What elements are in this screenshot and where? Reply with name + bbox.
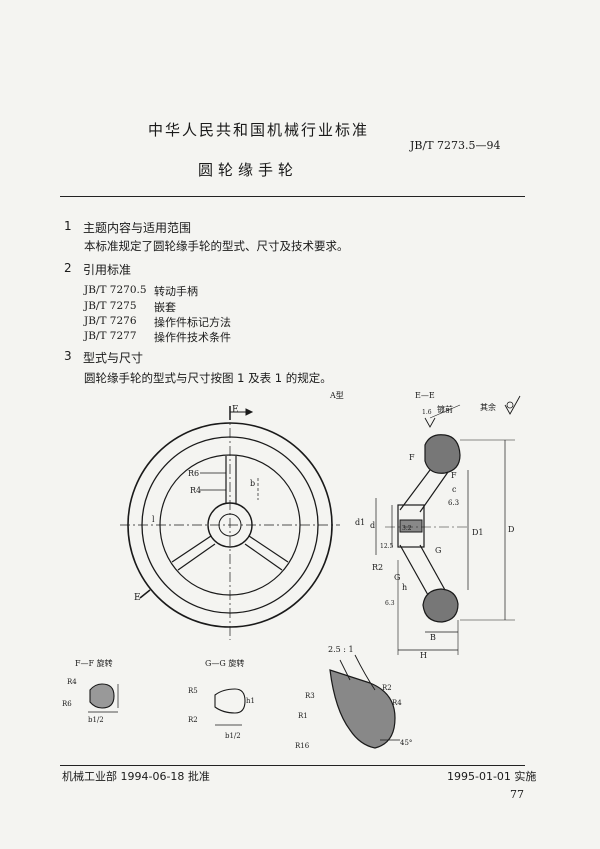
fig-label-R6: R6: [188, 469, 199, 478]
fig-label-d1: d1: [355, 518, 365, 527]
fig-label-b: b: [250, 479, 255, 488]
fig-section-ee: E—E: [415, 391, 435, 400]
fig-label-D: D: [508, 525, 514, 534]
section-gg-view: [214, 688, 246, 726]
fig-section-gg: G—G 旋转: [205, 658, 244, 668]
reference-code: JB/T 7275: [84, 300, 137, 312]
standard-code: JB/T 7273.5—94: [410, 139, 501, 152]
fig-label-d: d: [370, 521, 375, 530]
section-1-title: 主题内容与适用范围: [83, 221, 192, 235]
section-3-title: 型式与尺寸: [83, 351, 144, 365]
reference-code: JB/T 7270.5: [84, 284, 147, 296]
fig-label-R2-gg: R2: [188, 716, 198, 724]
fig-label-D1: D1: [472, 528, 484, 537]
fig-label-h: h: [402, 583, 407, 592]
fig-section-ff: F—F 旋转: [75, 658, 113, 668]
fig-label-G2: G: [394, 573, 400, 582]
reference-name: 转动手柄: [154, 285, 198, 298]
footer-rule: [60, 765, 525, 766]
fig-label-F: F: [409, 453, 415, 462]
fig-label-R6-ff: R6: [62, 700, 72, 708]
section-2-title: 引用标准: [83, 263, 132, 277]
document-title: 圆轮缘手轮: [198, 161, 299, 179]
fig-label-12-5: 12.5: [380, 543, 394, 550]
section-3-text: 圆轮缘手轮的型式与尺寸按图 1 及表 1 的规定。: [84, 371, 332, 385]
header-rule: [60, 196, 525, 197]
section-ee-view: [375, 395, 521, 655]
fig-label-b-gg: b1/2: [225, 732, 241, 740]
fig-label-H: H: [420, 651, 427, 660]
fig-label-R5: R5: [188, 687, 198, 695]
fig-label-E: E: [232, 405, 239, 415]
fig-label-G: G: [435, 546, 441, 555]
fig-label-E2: E: [134, 593, 141, 603]
fig-label-1-6: 1.6: [422, 409, 432, 416]
reference-code: JB/T 7276: [84, 315, 137, 327]
fig-label-l: l: [152, 515, 155, 524]
fig-label-h1: h1: [246, 697, 255, 705]
fig-scale-note: 2.5 : 1: [328, 645, 354, 654]
fig-rest-note: 其余: [480, 402, 496, 412]
fig-knurl-note: 镀前: [437, 404, 453, 414]
fig-label-B: B: [430, 633, 436, 642]
page-number: 77: [510, 788, 524, 801]
fig-label-R4-ff: R4: [67, 678, 77, 686]
section-2-number: 2: [64, 261, 72, 275]
detail-view: [329, 654, 400, 749]
fig-label-F2: F: [451, 471, 457, 480]
implementation-note: 1995-01-01 实施: [447, 770, 537, 783]
reference-name: 操作件标记方法: [154, 316, 231, 329]
fig-type-label: A型: [329, 391, 344, 400]
fig-label-45: 45°: [400, 739, 412, 747]
fig-label-R3: R3: [305, 692, 315, 700]
approval-note: 机械工业部 1994-06-18 批准: [62, 770, 210, 783]
standard-title: 中华人民共和国机械行业标准: [148, 121, 370, 139]
section-1-text: 本标准规定了圆轮缘手轮的型式、尺寸及技术要求。: [84, 239, 349, 253]
fig-label-6-3-b: 6.3: [385, 600, 395, 607]
fig-label-R2: R2: [372, 563, 383, 572]
fig-label-R1: R1: [298, 712, 308, 720]
fig-label-R16: R16: [295, 742, 310, 750]
fig-label-3-2: 3.2: [402, 525, 412, 532]
section-3-number: 3: [64, 349, 72, 363]
fig-label-R4-detail: R4: [392, 699, 402, 707]
fig-label-R2-detail: R2: [382, 684, 392, 692]
reference-code: JB/T 7277: [84, 330, 137, 342]
fig-label-R4: R4: [190, 486, 201, 495]
reference-name: 嵌套: [154, 301, 176, 314]
section-1-number: 1: [64, 219, 72, 233]
fig-label-6-3: 6.3: [448, 499, 459, 507]
fig-label-b1: b1/2: [88, 716, 104, 724]
wheel-front-view: [120, 406, 340, 640]
fig-label-c: c: [452, 485, 457, 494]
section-ff-view: [88, 683, 119, 713]
reference-name: 操作件技术条件: [154, 331, 231, 344]
